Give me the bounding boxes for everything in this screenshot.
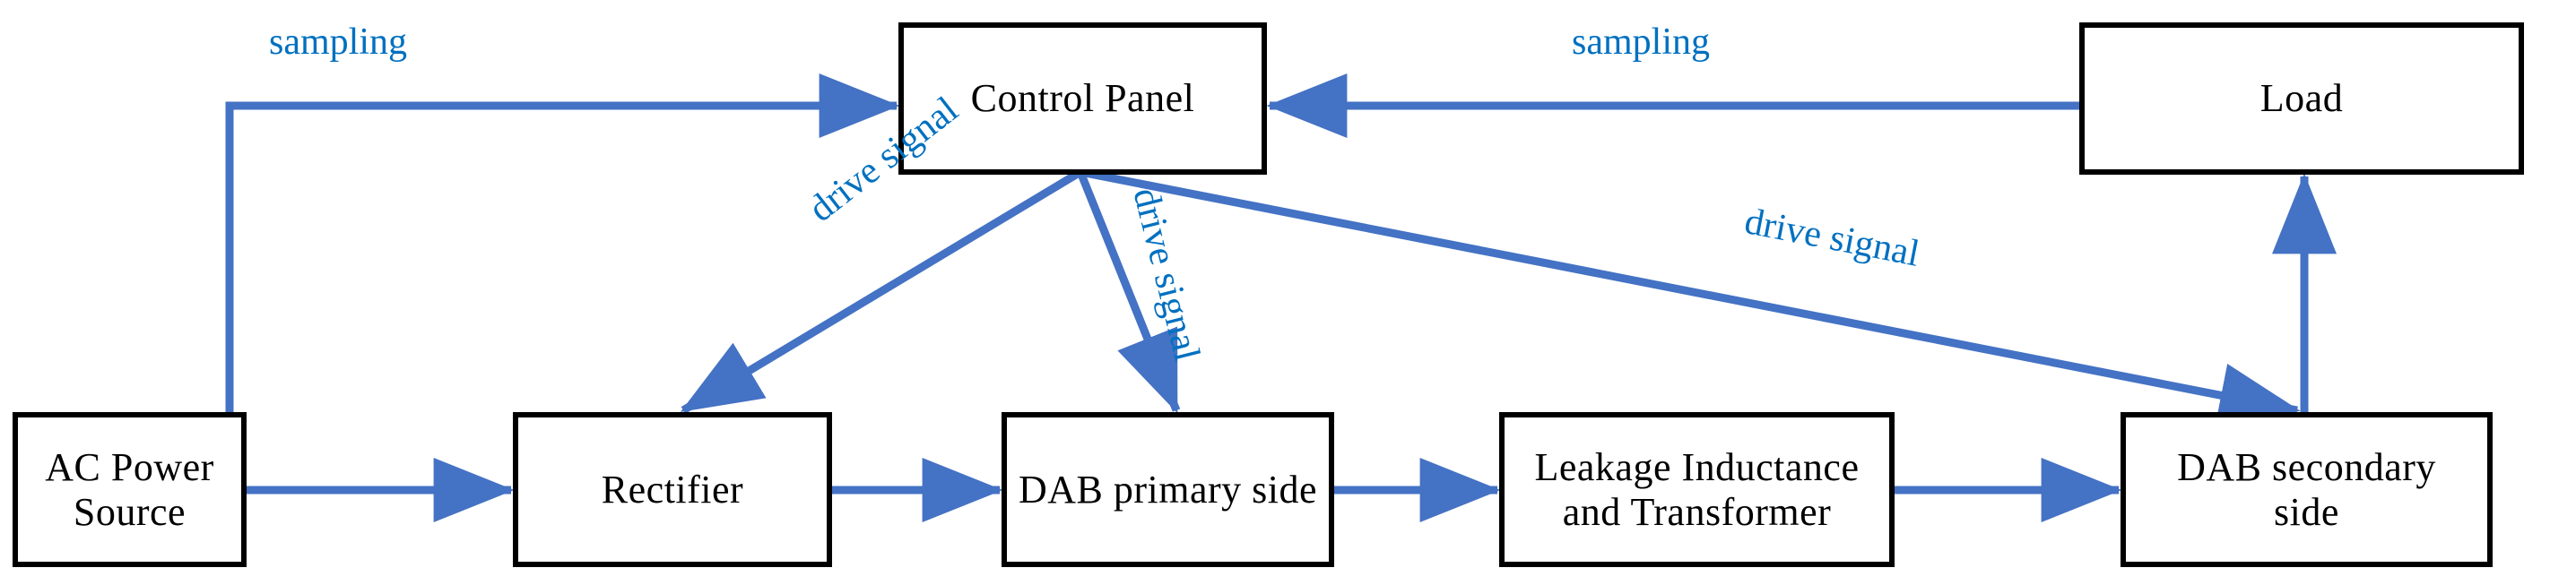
edge-control-panel-to-dab-secondary	[1080, 168, 2301, 427]
block-control-panel[interactable]	[898, 22, 1267, 175]
block-dab-primary-side[interactable]	[1002, 412, 1334, 567]
edge-label-sampling-left: sampling	[269, 22, 407, 63]
block-dab-secondary-side[interactable]	[2121, 412, 2493, 567]
block-leakage-inductance-and-transformer[interactable]	[1499, 412, 1895, 567]
edge-ac-to-control-panel	[225, 73, 900, 415]
block-rectifier[interactable]	[513, 412, 832, 567]
block-ac-power-source[interactable]	[13, 412, 247, 567]
edge-control-panel-to-dab-primary	[1076, 170, 1181, 414]
edge-control-panel-to-rectifier	[680, 168, 1083, 414]
block-load[interactable]	[2079, 22, 2524, 175]
edge-label-sampling-right: sampling	[1572, 22, 1710, 63]
